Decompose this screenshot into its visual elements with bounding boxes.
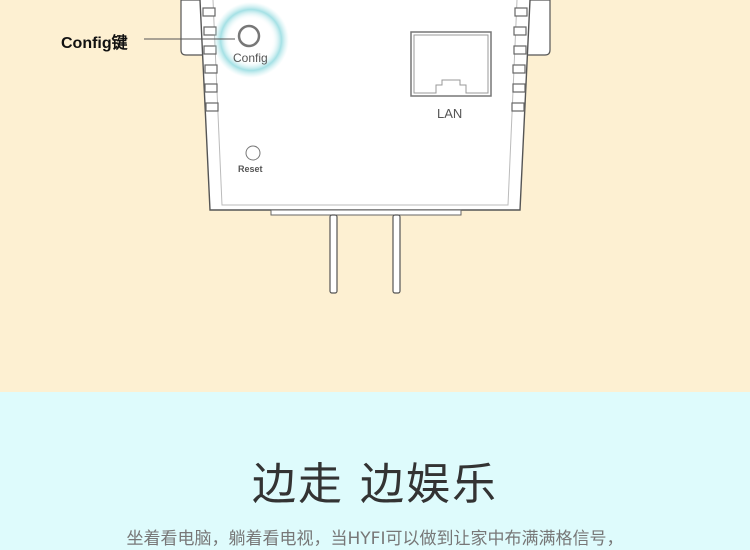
- subtext: 坐着看电脑，躺着看电视，当HYFI可以做到让家中布满满格信号，: [126, 529, 624, 549]
- router-device-illustration: [144, 0, 551, 294]
- feature-section: [0, 392, 750, 550]
- lan-label: LAN: [437, 106, 463, 121]
- config-button-icon: [237, 24, 261, 48]
- reset-button-icon: [245, 145, 261, 161]
- headline: 边走 边娱乐: [252, 459, 498, 510]
- config-label: Config: [233, 51, 268, 65]
- reset-label: Reset: [238, 164, 263, 174]
- config-key-callout: Config键: [61, 35, 128, 52]
- lan-port-icon: [410, 31, 492, 97]
